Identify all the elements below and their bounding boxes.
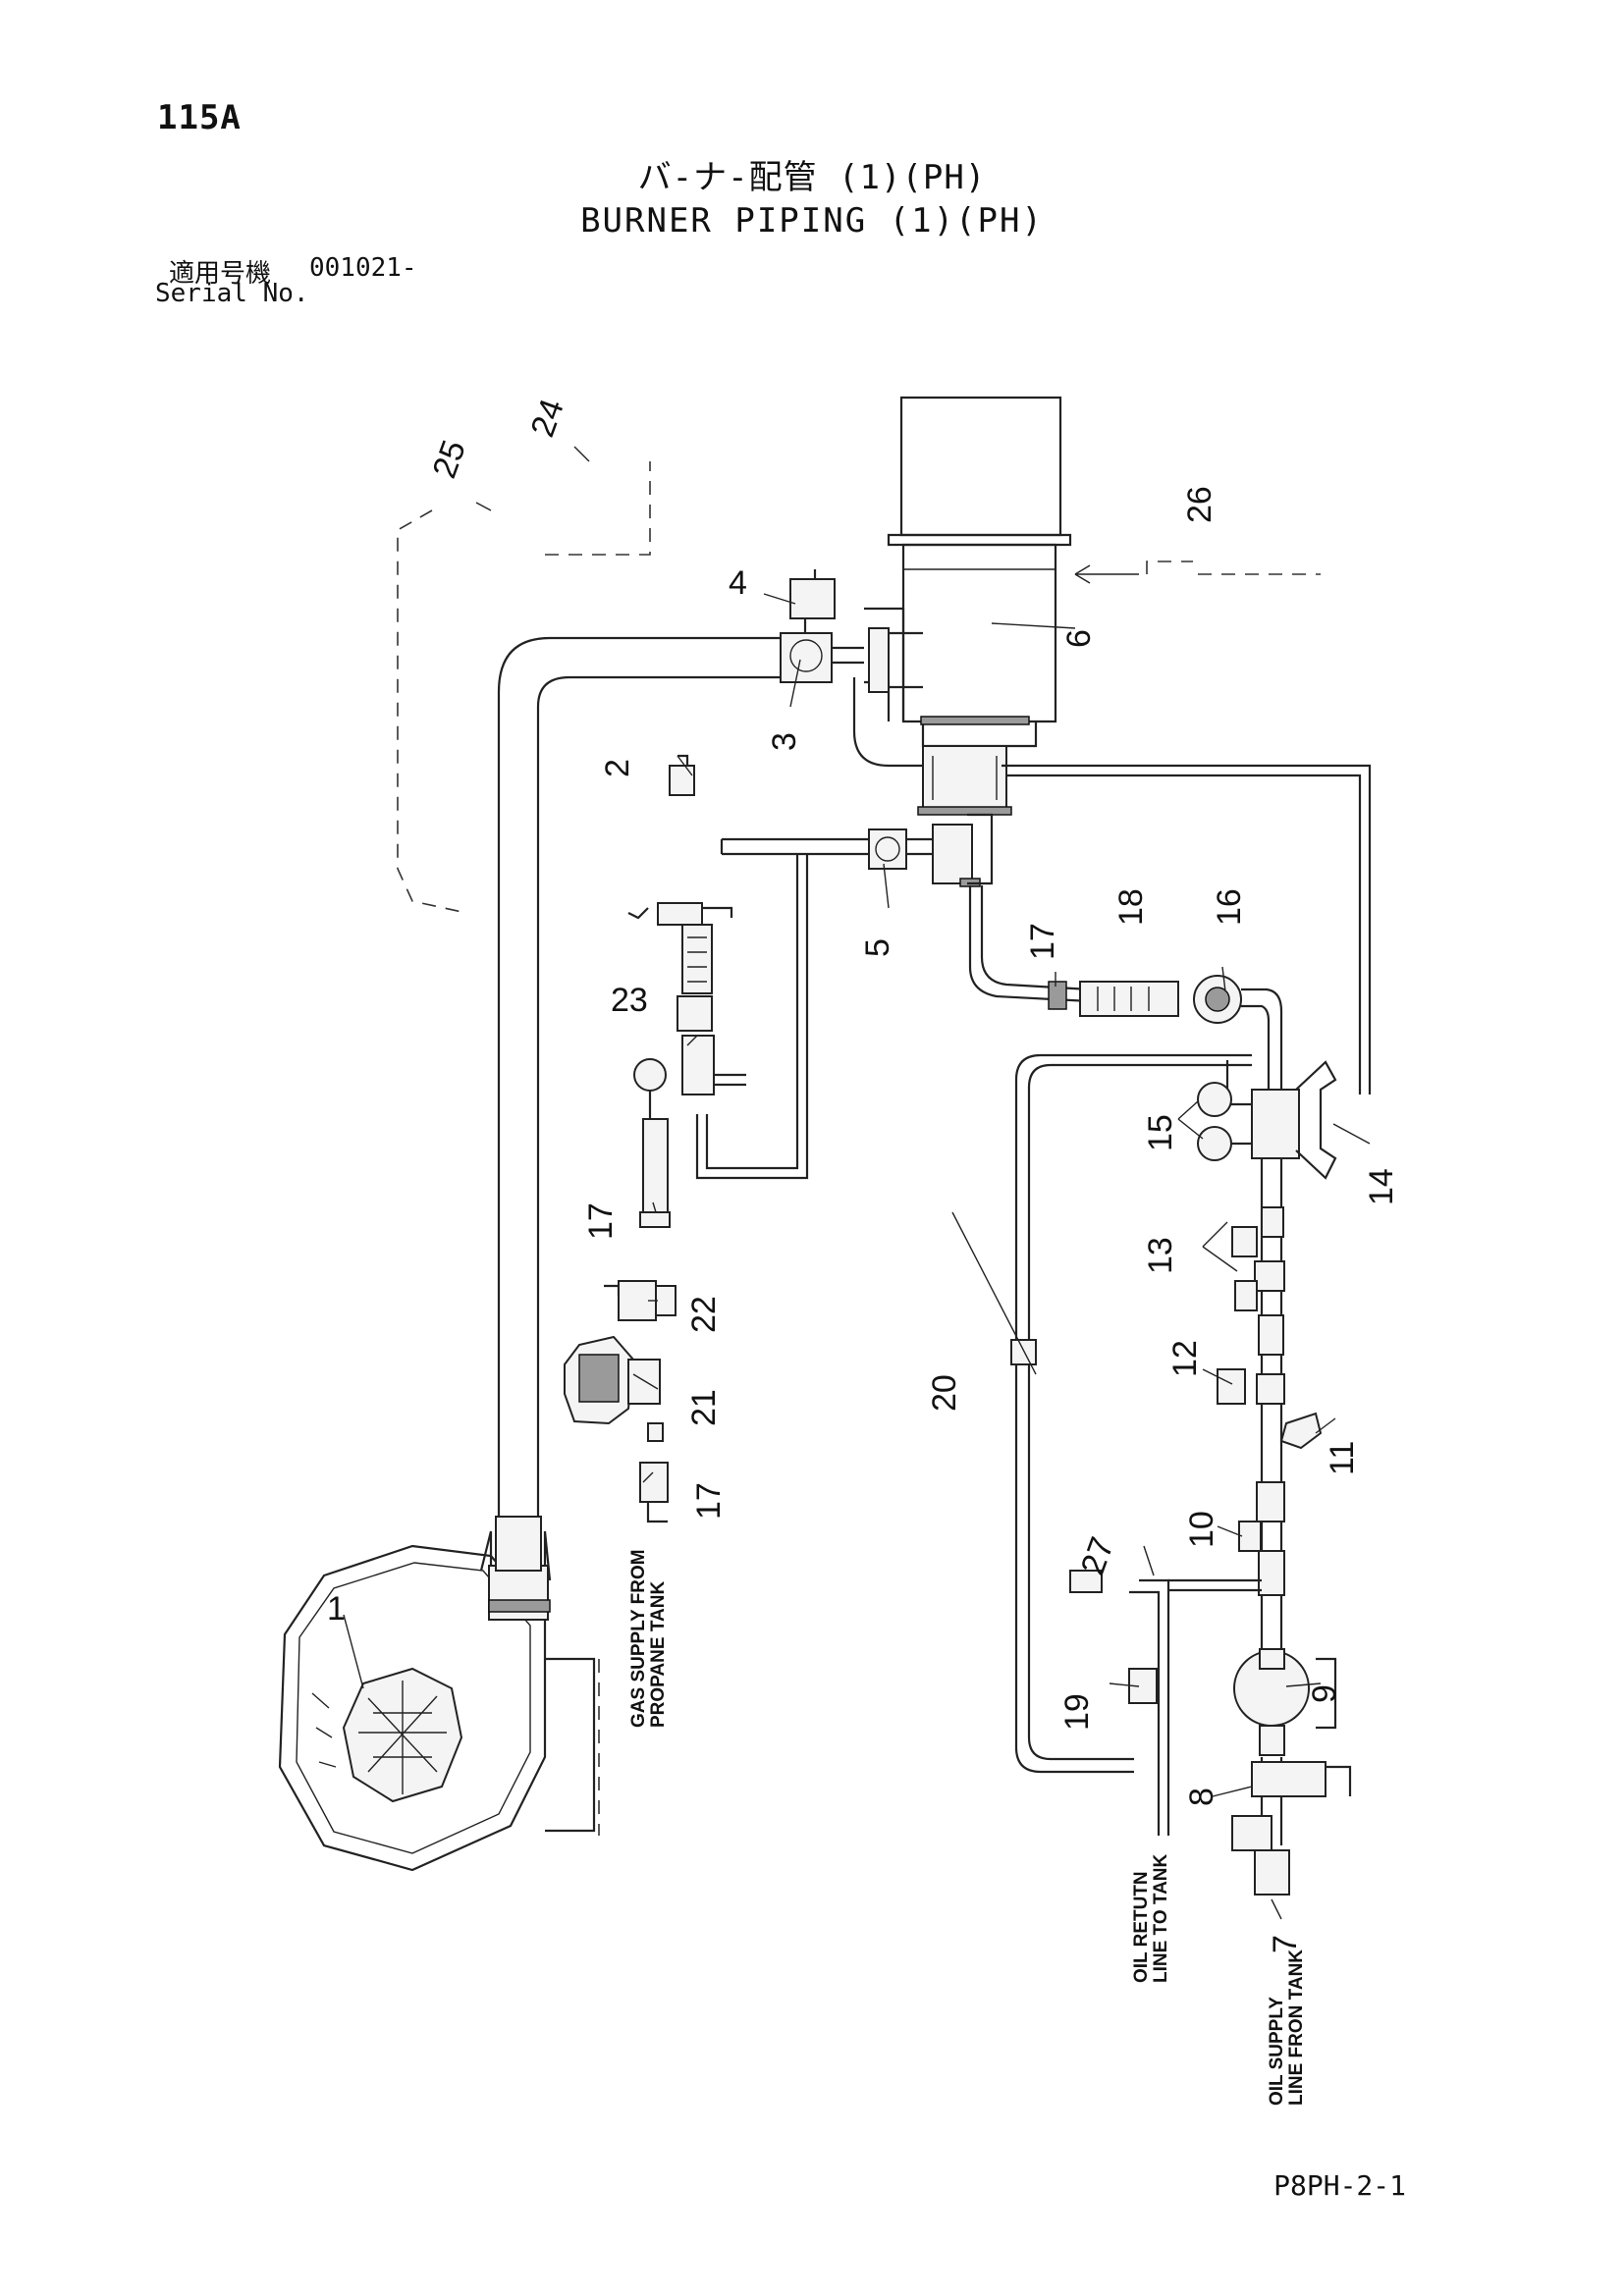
line-notes: GAS SUPPLY FROM PROPANE TANK OIL RETUTN … — [628, 1549, 1307, 2106]
reference-outlines — [397, 461, 1321, 914]
callout-26: 26 — [1181, 486, 1218, 523]
title-japanese: バ-ナ-配管 (1)(PH) — [637, 158, 987, 197]
callout-12: 12 — [1166, 1340, 1204, 1377]
oil-supply-note-line1: OIL SUPPLY — [1267, 1997, 1287, 2106]
callout-19: 19 — [1058, 1693, 1096, 1731]
callout-9: 9 — [1306, 1684, 1343, 1703]
callout-10: 10 — [1183, 1511, 1220, 1548]
callout-13: 13 — [1142, 1237, 1179, 1274]
gas-regulator-group — [564, 1280, 677, 1523]
leader-lines — [343, 446, 1371, 1920]
page-number: 115A — [157, 98, 242, 137]
callout-20: 20 — [926, 1374, 963, 1412]
blower-assembly — [278, 1516, 600, 1872]
callout-7: 7 — [1267, 1935, 1304, 1953]
burner-head — [852, 396, 1372, 1095]
callout-1: 1 — [327, 1590, 346, 1628]
callout-3: 3 — [766, 732, 803, 751]
drawing-code: P8PH-2-1 — [1273, 2169, 1406, 2202]
title-english: BURNER PIPING (1)(PH) — [580, 201, 1044, 240]
serial-value: 001021- — [309, 253, 417, 283]
gas-supply-note-line1: GAS SUPPLY FROM — [628, 1549, 649, 1728]
callout-15: 15 — [1142, 1114, 1179, 1151]
callout-22: 22 — [685, 1296, 723, 1333]
serial-label-japanese: 適用号機 — [169, 259, 272, 289]
callout-6: 6 — [1060, 629, 1098, 648]
callout-17-pilot: 17 — [582, 1202, 620, 1240]
oil-return-note-line2: LINE TO TANK — [1151, 1853, 1171, 1983]
air-duct — [497, 636, 781, 1517]
callout-24: 24 — [523, 395, 571, 443]
gas-valve-assembly — [780, 569, 864, 683]
component-2 — [669, 754, 695, 796]
oil-supply-note-line2: LINE FRON TANK — [1286, 1949, 1307, 2106]
callout-18: 18 — [1112, 888, 1150, 926]
callout-25: 25 — [425, 436, 473, 484]
callout-21: 21 — [685, 1389, 723, 1426]
callout-11: 11 — [1324, 1441, 1361, 1475]
callout-numbers: 1 2 3 4 5 6 7 8 9 10 11 12 13 14 15 16 1… — [327, 395, 1400, 1953]
callout-17-lower: 17 — [690, 1482, 728, 1520]
oil-piping — [968, 885, 1352, 1896]
callout-5: 5 — [859, 938, 896, 957]
callout-23: 23 — [611, 982, 648, 1019]
callout-2: 2 — [599, 759, 636, 777]
serial-label-english: Serial No. — [155, 279, 309, 308]
callout-16: 16 — [1211, 888, 1248, 926]
gas-supply-note-line2: PROPANE TANK — [648, 1581, 669, 1728]
callout-17-upper: 17 — [1024, 923, 1061, 960]
callout-14: 14 — [1363, 1168, 1400, 1205]
oil-return-note-line1: OIL RETUTN — [1131, 1871, 1152, 1983]
gas-pilot-line — [627, 813, 994, 1228]
callout-4: 4 — [729, 564, 747, 602]
callout-8: 8 — [1183, 1788, 1220, 1806]
